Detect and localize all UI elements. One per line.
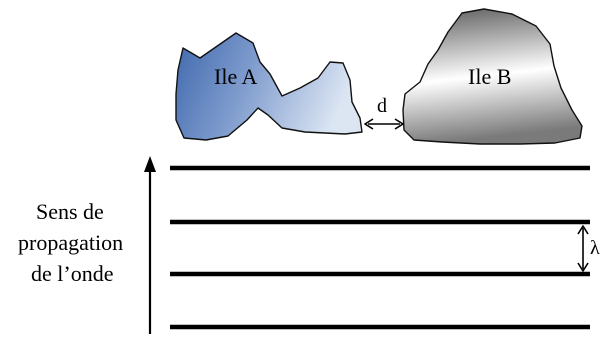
gap-arrow (364, 118, 404, 130)
direction-label-line-3: de l’onde (31, 261, 113, 286)
gap-label: d (377, 95, 387, 117)
direction-label-line-1: Sens de (36, 199, 104, 224)
wavelength-label: λ (590, 237, 600, 259)
island-a-shape (175, 32, 363, 141)
island-b-label: Ile B (468, 64, 511, 89)
wavefronts (170, 165, 590, 330)
wavelength-arrow (577, 225, 589, 272)
island-b-shape (402, 8, 583, 145)
island-a-label: Ile A (214, 64, 257, 89)
propagation-arrow (144, 156, 156, 334)
direction-label-line-2: propagation (18, 230, 123, 255)
